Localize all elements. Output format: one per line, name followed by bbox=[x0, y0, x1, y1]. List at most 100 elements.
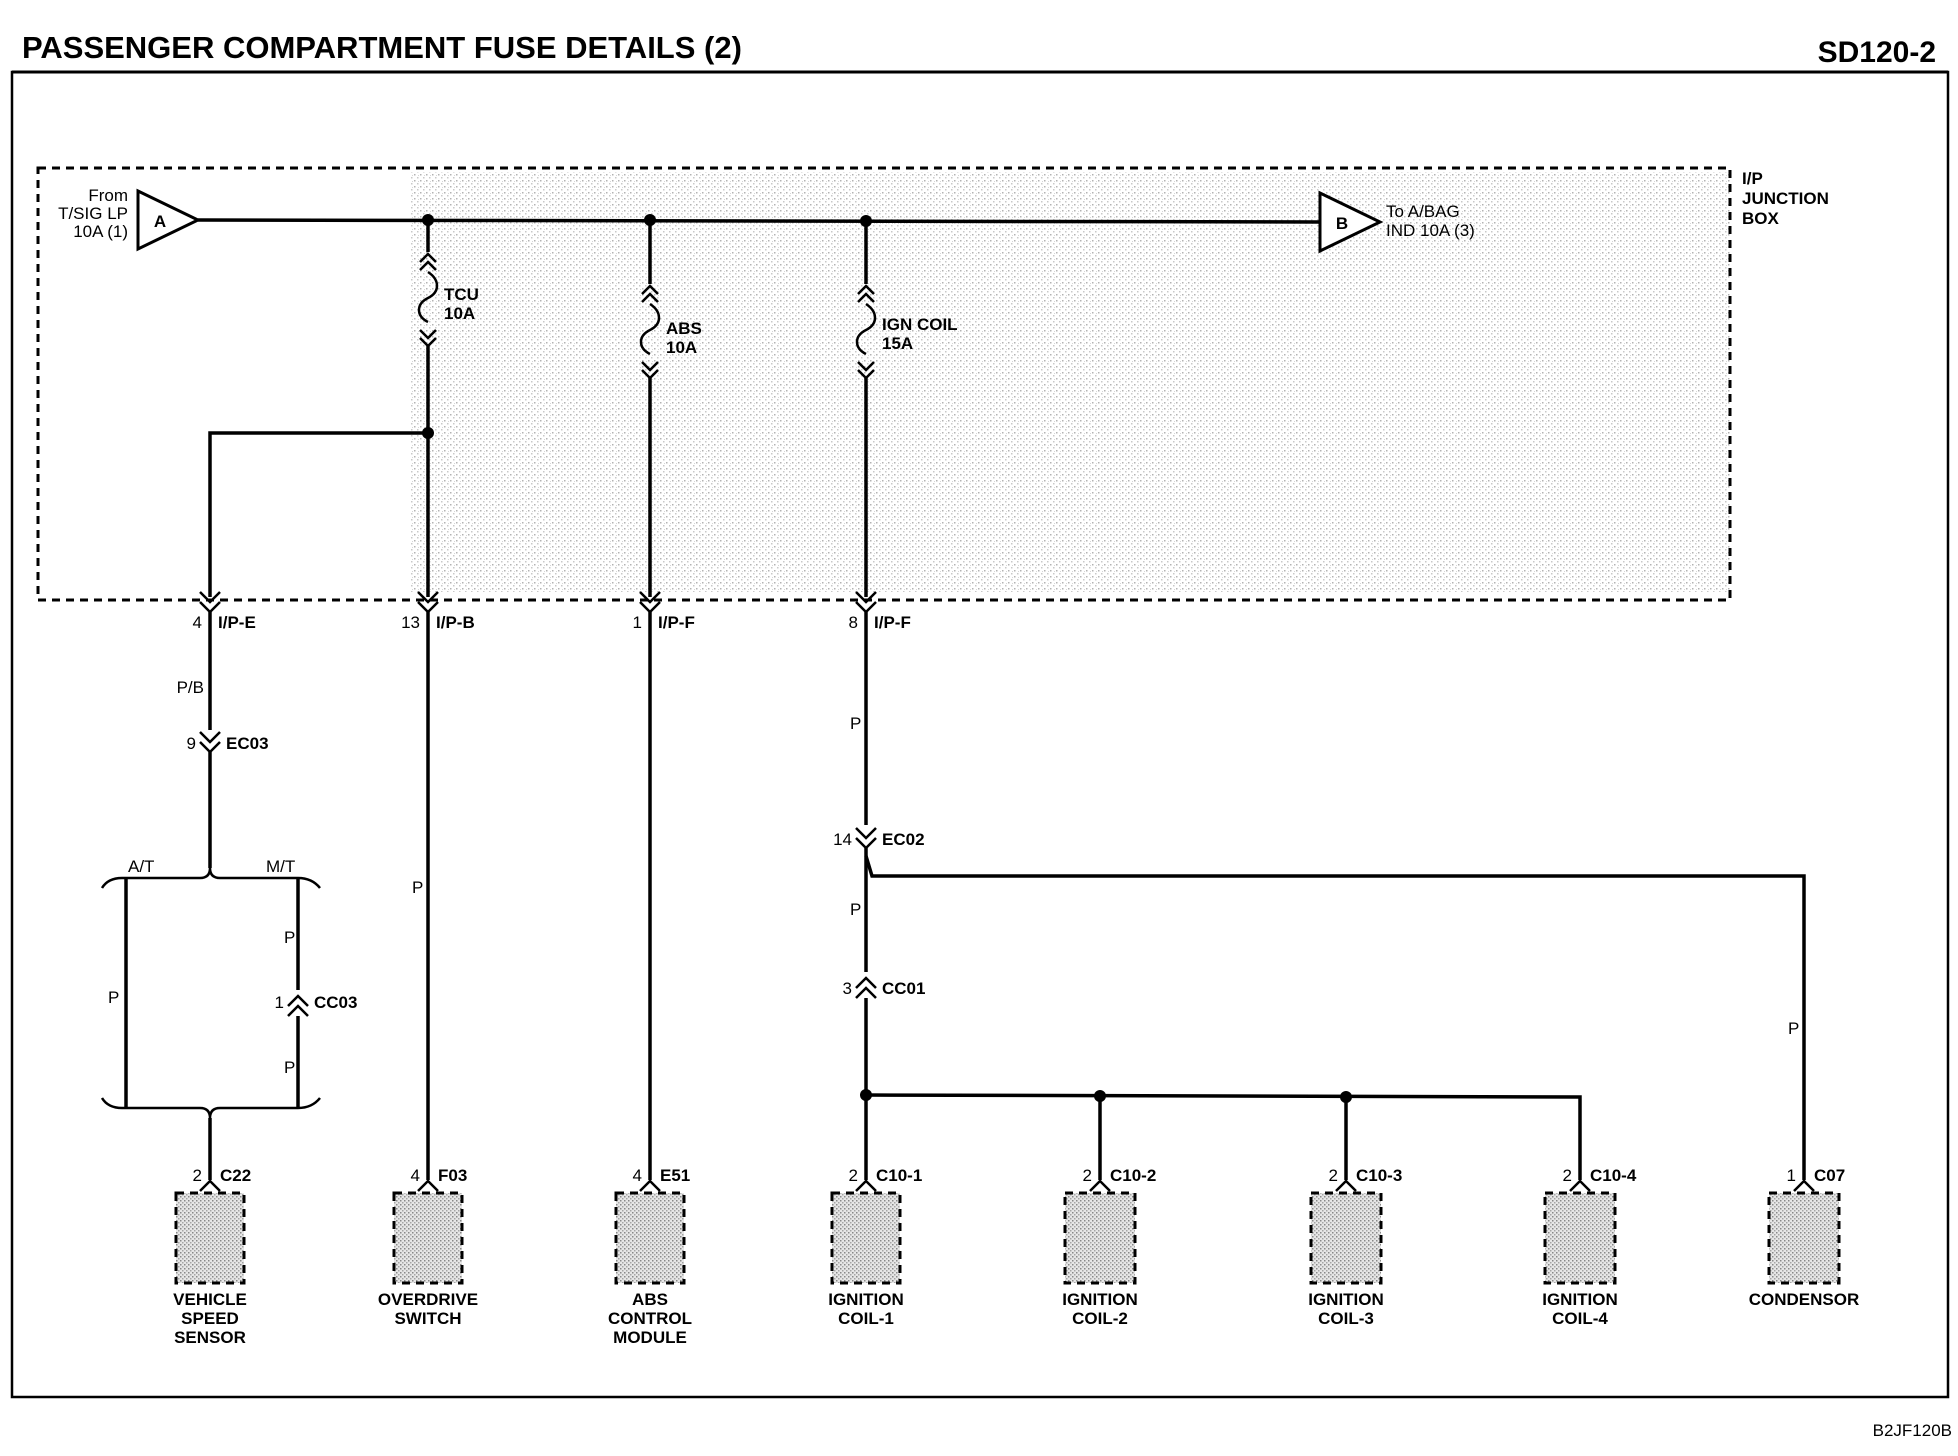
source-a-line1: From bbox=[88, 186, 128, 205]
connector-cc03-chevron bbox=[287, 994, 309, 1017]
wire-color-at: P bbox=[108, 988, 119, 1007]
fuse-tcu-element bbox=[417, 270, 439, 324]
component-pin: 4 bbox=[633, 1166, 642, 1185]
source-b-letter: B bbox=[1336, 214, 1348, 233]
wire-color-mt-bottom: P bbox=[284, 1058, 295, 1077]
wire-color-ign-2: P bbox=[850, 900, 861, 919]
component-box-fill bbox=[1545, 1193, 1615, 1283]
component-connector-name: C22 bbox=[220, 1166, 251, 1185]
wire-coil-bus bbox=[865, 1093, 1582, 1180]
component-label-2: COIL-1 bbox=[838, 1309, 894, 1328]
component-box-outline bbox=[1767, 1191, 1841, 1285]
main-bus-wire bbox=[197, 218, 1321, 224]
component-box-fill bbox=[1065, 1193, 1135, 1283]
source-a-letter: A bbox=[154, 212, 166, 231]
wire-to-condensor bbox=[864, 855, 1806, 1180]
fuse-ign-top-chevron bbox=[857, 284, 875, 303]
wire-color-condensor: P bbox=[1788, 1019, 1799, 1038]
junction-box: I/P JUNCTION BOX bbox=[36, 166, 1829, 602]
component-box-fill bbox=[1769, 1193, 1839, 1283]
component-label-1: ABS bbox=[632, 1290, 668, 1309]
connector-cc01-pin: 3 bbox=[843, 979, 852, 998]
connector-ec03-chevron bbox=[199, 731, 221, 754]
fuse-abs-element bbox=[639, 302, 661, 356]
fuse-abs-rating: 10A bbox=[666, 338, 697, 357]
component-pin: 2 bbox=[193, 1166, 202, 1185]
component-box-fill bbox=[616, 1193, 684, 1283]
source-a: From T/SIG LP 10A (1) A bbox=[58, 186, 202, 252]
page-frame bbox=[10, 70, 1950, 1399]
component-connector-chevron bbox=[639, 1179, 661, 1192]
circuit-ignition: P 14 EC02 P P 3 CC01 bbox=[833, 612, 1806, 1180]
component-label-1: IGNITION bbox=[1308, 1290, 1384, 1309]
connector-ip-f8-pin: 8 bbox=[849, 613, 858, 632]
component-label-1: VEHICLE bbox=[173, 1290, 247, 1309]
connector-ip-f1-pin: 1 bbox=[633, 613, 642, 632]
wire-color-pb: P/B bbox=[177, 678, 204, 697]
source-a-line2: T/SIG LP bbox=[58, 204, 128, 223]
component-box-outline bbox=[1309, 1191, 1383, 1285]
component-box-outline bbox=[392, 1191, 464, 1285]
component-label-1: CONDENSOR bbox=[1749, 1290, 1860, 1309]
junction-box-outline bbox=[36, 166, 1732, 602]
wire-color-mt-top: P bbox=[284, 928, 295, 947]
component-connector-name: C10-2 bbox=[1110, 1166, 1156, 1185]
component-connector-chevron bbox=[1089, 1179, 1111, 1192]
header: PASSENGER COMPARTMENT FUSE DETAILS (2) S… bbox=[12, 30, 1948, 74]
component-box-outline bbox=[1543, 1191, 1617, 1285]
connector-cc01-name: CC01 bbox=[882, 979, 925, 998]
connector-ip-e-pin: 4 bbox=[193, 613, 202, 632]
jb-connectors: 4 I/P-E 13 I/P-B 1 I/P-F 8 I/P-F bbox=[193, 591, 911, 632]
connector-ec02-name: EC02 bbox=[882, 830, 925, 849]
wire-color-ign-1: P bbox=[850, 714, 861, 733]
component-connector-chevron bbox=[1569, 1179, 1591, 1192]
splice-coil-1 bbox=[860, 1089, 872, 1101]
component-box-fill bbox=[176, 1193, 244, 1283]
component-pin: 2 bbox=[1563, 1166, 1572, 1185]
component-connector-name: E51 bbox=[660, 1166, 690, 1185]
connector-ec03-pin: 9 bbox=[187, 734, 196, 753]
component-box-outline bbox=[1063, 1191, 1137, 1285]
component-box-fill bbox=[1311, 1193, 1381, 1283]
component-label-1: IGNITION bbox=[828, 1290, 904, 1309]
page-title: PASSENGER COMPARTMENT FUSE DETAILS (2) bbox=[22, 30, 742, 65]
component-label-1: IGNITION bbox=[1062, 1290, 1138, 1309]
component-connector-name: C07 bbox=[1814, 1166, 1845, 1185]
branch-at-label: A/T bbox=[128, 857, 154, 876]
connector-ec02-chevron bbox=[855, 827, 877, 850]
circuit-overdrive: P bbox=[412, 612, 430, 1180]
component-pin: 4 bbox=[411, 1166, 420, 1185]
fuse-tcu: TCU 10A bbox=[208, 220, 479, 597]
connector-ip-f1-name: I/P-F bbox=[658, 613, 695, 632]
component-pin: 2 bbox=[1329, 1166, 1338, 1185]
fuse-ign-coil: IGN COIL 15A bbox=[855, 221, 958, 597]
component-connector-chevron bbox=[199, 1179, 221, 1192]
component-connector-chevron bbox=[1793, 1179, 1815, 1192]
component-label-2: COIL-2 bbox=[1072, 1309, 1128, 1328]
component-pin: 2 bbox=[1083, 1166, 1092, 1185]
branch-fork-top bbox=[100, 867, 321, 889]
component-label-3: MODULE bbox=[613, 1328, 687, 1347]
component-connector-name: F03 bbox=[438, 1166, 467, 1185]
branch-fork-bottom bbox=[100, 1097, 321, 1119]
fuse-ign-name: IGN COIL bbox=[882, 315, 958, 334]
fuse-abs-name: ABS bbox=[666, 319, 702, 338]
component-label-3: SENSOR bbox=[174, 1328, 246, 1347]
fuse-tcu-name: TCU bbox=[444, 285, 479, 304]
connector-cc03-pin: 1 bbox=[275, 993, 284, 1012]
component-connector-chevron bbox=[417, 1179, 439, 1192]
connector-ec03-name: EC03 bbox=[226, 734, 269, 753]
fuse-tcu-rating: 10A bbox=[444, 304, 475, 323]
component-label-2: SWITCH bbox=[394, 1309, 461, 1328]
component-connector-name: C10-3 bbox=[1356, 1166, 1402, 1185]
figure-ref: B2JF120B bbox=[1873, 1421, 1952, 1440]
